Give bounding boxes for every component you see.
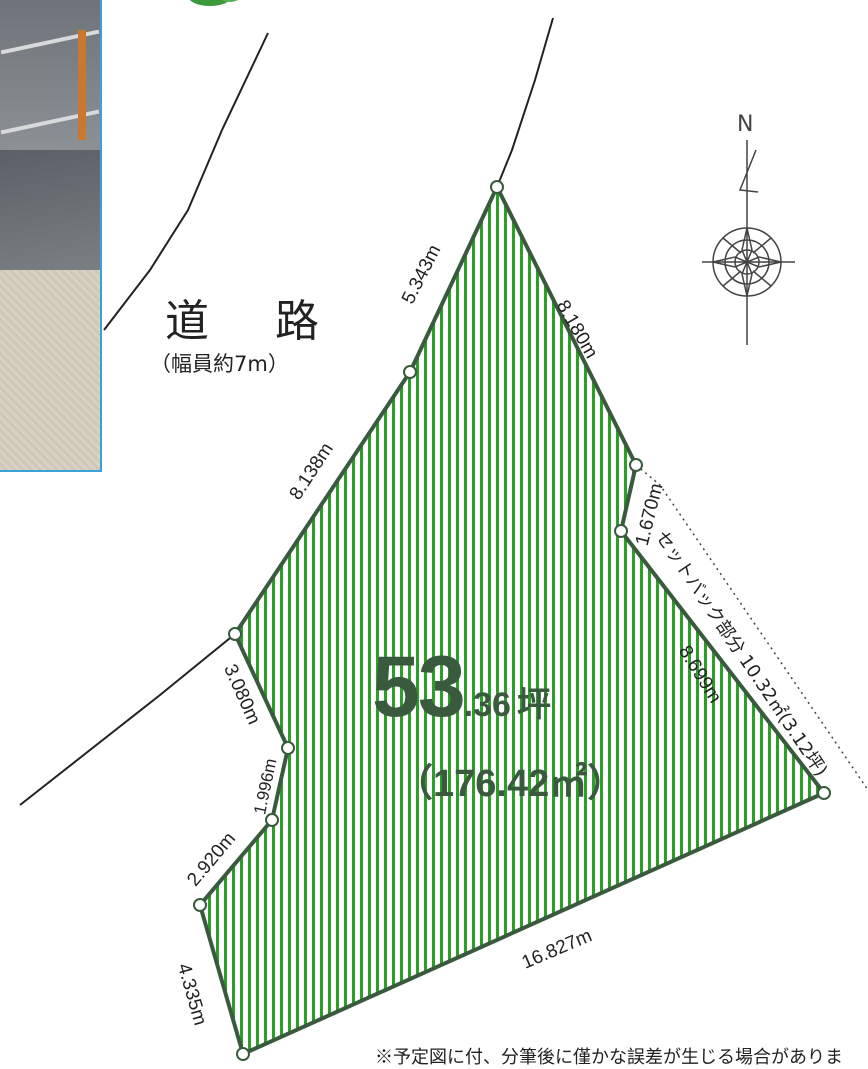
road-edge-lower [19, 633, 236, 806]
vertex-7 [236, 1047, 250, 1061]
photo-pipe [78, 30, 86, 140]
photo-road [0, 150, 100, 270]
footnote: ※予定図に付、分筆後に僅かな誤差が生じる場合がありま [375, 1047, 843, 1068]
road-label: 道 路 [165, 296, 345, 347]
photo-gravel-lot [0, 270, 100, 470]
vertex-9 [614, 524, 628, 538]
area-tsubo-decimal: .36 [463, 686, 511, 724]
road-width-note: （幅員約7m） [150, 352, 289, 376]
north-label: N [737, 112, 754, 137]
vertex-8 [817, 786, 831, 800]
area-square-meters: （176.42㎡） [395, 763, 626, 805]
vertex-5 [265, 813, 279, 827]
vertex-1 [490, 180, 504, 194]
compass-icon [702, 140, 795, 345]
lot-vertices [193, 180, 831, 1061]
site-photo [0, 0, 102, 472]
area-tsubo-integer: 53 [372, 639, 466, 735]
road-edge-left [103, 32, 269, 331]
vertex-10 [629, 458, 643, 472]
vertex-6 [193, 898, 207, 912]
vertex-4 [281, 741, 295, 755]
company-logo [189, 0, 238, 6]
tsubo-unit: 坪 [516, 685, 551, 725]
vertex-2 [403, 365, 417, 379]
road-edge-right [496, 17, 554, 188]
setback-boundary [635, 464, 868, 791]
vertex-3 [228, 627, 242, 641]
